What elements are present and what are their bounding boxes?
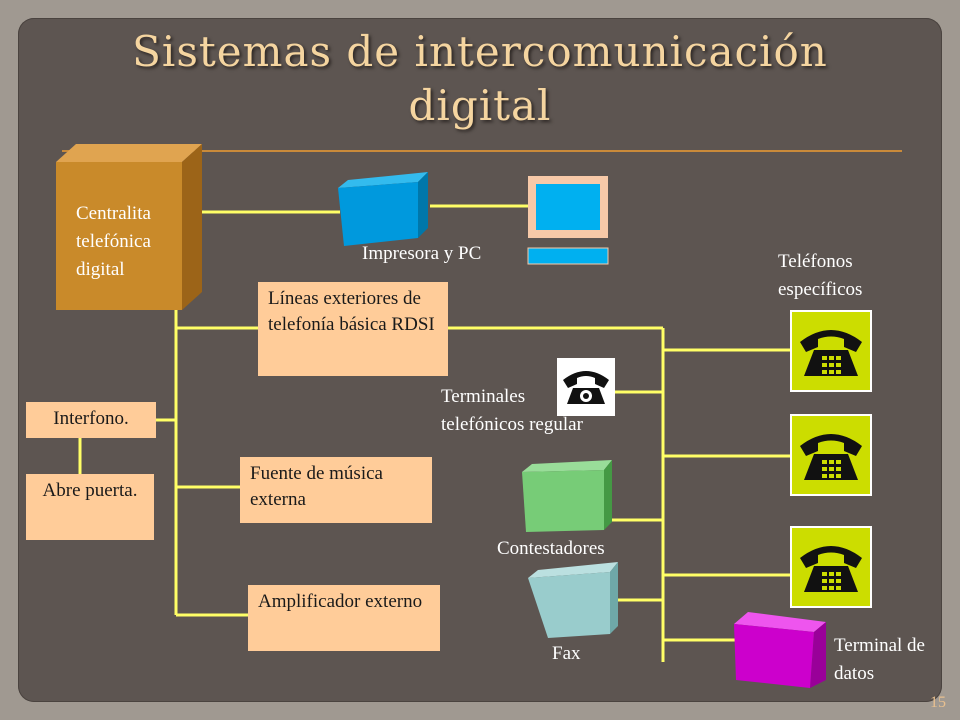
pbx-label: Centralita telefónica digital bbox=[76, 200, 151, 284]
data-terminal-shape bbox=[734, 612, 826, 688]
printer-pc-label: Impresora y PC bbox=[362, 243, 482, 264]
interphone-box: Interfono. bbox=[26, 402, 156, 438]
regular-phone-icon bbox=[557, 358, 615, 416]
specific-phone-icon-2 bbox=[790, 414, 872, 496]
specific-phone-icon-3 bbox=[790, 526, 872, 608]
page-number: 15 bbox=[930, 694, 946, 711]
answering-machine-shape bbox=[522, 460, 612, 532]
external-lines-box: Líneas exteriores de telefonía básica RD… bbox=[258, 282, 448, 376]
specific-phone-icon-1 bbox=[790, 310, 872, 392]
data-terminal-label-line-2: datos bbox=[834, 663, 875, 684]
amplifier-box: Amplificador externo bbox=[248, 585, 440, 651]
door-opener-box: Abre puerta. bbox=[26, 474, 154, 540]
answering-machines-label: Contestadores bbox=[497, 538, 605, 559]
slide-title-line-1: Sistemas de intercomunicación bbox=[132, 27, 828, 76]
music-source-box: Fuente de música externa bbox=[240, 457, 432, 523]
pbx-label-line-2: telefónica bbox=[76, 231, 151, 252]
slide-title-line-2: digital bbox=[408, 81, 552, 130]
pbx-box bbox=[56, 144, 202, 310]
regular-terminals-label-line-1: Terminales bbox=[441, 386, 526, 407]
pbx-label-line-3: digital bbox=[76, 259, 125, 280]
specific-phones-label-line-2: específicos bbox=[778, 279, 863, 300]
pc-monitor bbox=[527, 176, 609, 265]
pbx-label-line-1: Centralita bbox=[76, 203, 151, 224]
wires bbox=[78, 204, 790, 662]
regular-terminals-label-line-2: telefónicos regular bbox=[441, 414, 583, 435]
printer-shape bbox=[338, 172, 428, 246]
fax-label: Fax bbox=[552, 643, 581, 664]
slide-panel bbox=[18, 18, 942, 702]
specific-phones-label-line-1: Teléfonos bbox=[778, 251, 853, 272]
data-terminal-label-line-1: Terminal de bbox=[834, 635, 925, 656]
fax-shape bbox=[528, 562, 618, 638]
title-divider bbox=[62, 150, 902, 152]
